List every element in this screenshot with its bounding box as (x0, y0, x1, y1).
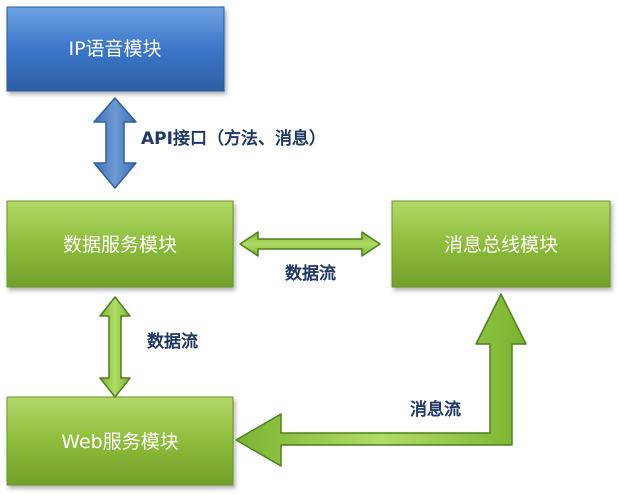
message-bus-module-box: 消息总线模块 (391, 200, 611, 288)
web-service-module-box: Web服务模块 (6, 396, 234, 486)
data-flow-vertical-label: 数据流 (147, 331, 198, 352)
ip-voice-module-box: IP语音模块 (6, 6, 225, 92)
data-flow-horizontal-label: 数据流 (285, 263, 336, 284)
web-service-module-label: Web服务模块 (61, 431, 178, 453)
message-flow-arrow (235, 293, 527, 467)
data-flow-vertical-arrow (99, 296, 131, 398)
api-interface-label: API接口（方法、消息） (141, 128, 326, 149)
data-service-module-box: 数据服务模块 (6, 200, 234, 288)
data-flow-horizontal-arrow (239, 231, 381, 257)
message-bus-module-label: 消息总线模块 (444, 234, 558, 256)
message-flow-label: 消息流 (410, 399, 461, 420)
api-double-arrow (93, 97, 137, 189)
ip-voice-module-label: IP语音模块 (68, 38, 161, 60)
data-service-module-label: 数据服务模块 (63, 234, 177, 256)
